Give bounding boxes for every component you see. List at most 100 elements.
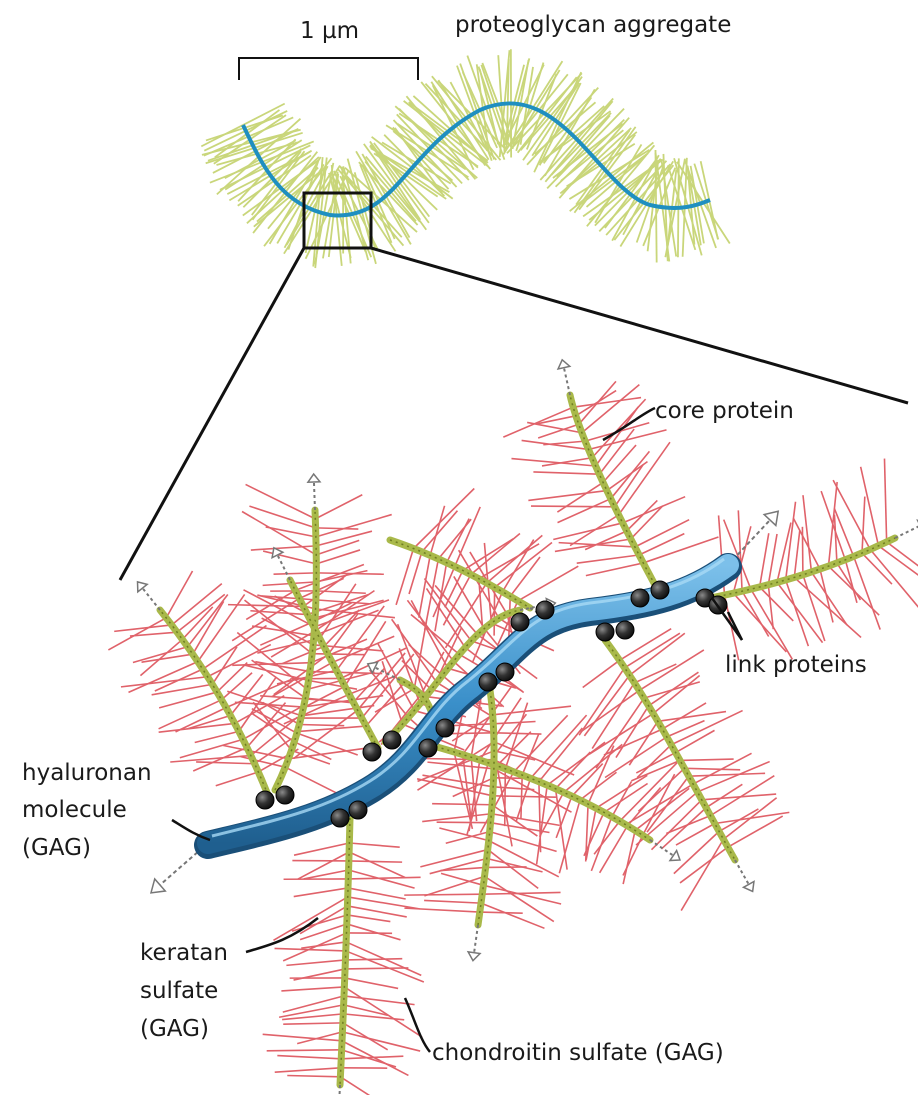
- chondroitin-chain: [297, 733, 358, 755]
- chondroitin-chain: [680, 759, 734, 760]
- chondroitin-chain: [514, 715, 568, 772]
- chondroitin-chain: [304, 870, 349, 879]
- chondroitin-chain: [630, 633, 685, 675]
- chondroitin-chain: [196, 762, 255, 764]
- link-protein: [256, 791, 274, 809]
- link-protein: [436, 719, 454, 737]
- chondroitin-chain: [216, 772, 259, 786]
- chondroitin-chain: [281, 987, 344, 991]
- chondroitin-chain: [294, 843, 349, 855]
- chondroitin-chain: [596, 775, 647, 808]
- chondroitin-chain: [445, 570, 463, 607]
- chondroitin-chain: [786, 580, 809, 646]
- chondroitin-chain: [681, 839, 723, 910]
- chondroitin-chain: [600, 826, 628, 873]
- chondroitin-chain: [573, 398, 641, 408]
- label-hyaluronan-3: (GAG): [22, 835, 91, 861]
- chondroitin-chain: [577, 555, 639, 563]
- chondroitin-chain: [292, 915, 347, 931]
- chondroitin-chain: [422, 511, 458, 552]
- chondroitin-chain: [282, 647, 324, 664]
- chondroitin-chain: [274, 573, 317, 574]
- chondroitin-chain: [596, 698, 644, 768]
- magnified-view: [108, 360, 918, 1095]
- link-protein: [479, 673, 497, 691]
- chondroitin-chain: [493, 722, 535, 724]
- continuation-line: [314, 482, 315, 510]
- chondroitin-chain: [586, 563, 643, 576]
- link-protein: [536, 601, 554, 619]
- aggregate-title: proteoglycan aggregate: [455, 12, 731, 38]
- chondroitin-chain: [658, 712, 726, 722]
- chondroitin-chain: [723, 798, 776, 839]
- chondroitin-chain: [493, 706, 571, 715]
- chondroitin-chain: [884, 459, 886, 542]
- chondroitin-chain: [862, 497, 865, 554]
- chondroitin-chain: [195, 731, 239, 742]
- label-keratan-1: keratan: [140, 940, 228, 966]
- chondroitin-chain: [558, 499, 611, 523]
- chondroitin-chain: [803, 495, 811, 572]
- chondroitin-chain: [482, 892, 560, 894]
- chondroitin-chain: [623, 497, 685, 523]
- chondroitin-chain: [348, 888, 406, 899]
- link-protein: [496, 663, 514, 681]
- chondroitin-chain: [347, 924, 401, 940]
- link-protein: [349, 801, 367, 819]
- chondroitin-chain: [312, 654, 365, 655]
- chondroitin-chain: [316, 573, 383, 574]
- chondroitin-chain: [518, 566, 578, 601]
- chondroitin-chain: [152, 684, 213, 694]
- chondroitin-chain: [349, 852, 405, 877]
- chondroitin-chain: [589, 430, 667, 450]
- chondroitin-chain: [674, 831, 719, 873]
- chondroitin-chain: [649, 672, 699, 706]
- scale-bar-label: 1 µm: [300, 18, 359, 44]
- chondroitin-chain: [539, 728, 582, 782]
- continuation-line: [277, 555, 290, 580]
- link-protein: [616, 621, 634, 639]
- continuation-line: [735, 860, 749, 884]
- chondroitin-chain: [208, 645, 271, 677]
- continuation-arrowhead: [138, 582, 148, 592]
- chondroitin-chain: [486, 867, 527, 868]
- core-protein-5: [390, 540, 530, 608]
- chondroitin-chain: [396, 549, 413, 605]
- chondroitin-chain: [639, 650, 704, 691]
- chondroitin-chain: [283, 1023, 343, 1024]
- link-protein: [331, 809, 349, 827]
- chondroitin-chain: [263, 551, 316, 564]
- aggregate-bristles: [201, 49, 729, 268]
- chondroitin-chain: [611, 451, 650, 498]
- chondroitin-sulfate-chains: [108, 381, 918, 1095]
- chondroitin-chain: [481, 903, 544, 928]
- link-protein: [363, 743, 381, 761]
- chondroitin-chain: [637, 745, 671, 778]
- label-hyaluronan-1: hyaluronan: [22, 760, 152, 786]
- link-protein: [276, 786, 294, 804]
- chondroitin-chain: [643, 537, 718, 563]
- chondroitin-chain: [543, 441, 585, 445]
- chondroitin-chain: [343, 1023, 388, 1050]
- chondroitin-chain: [570, 515, 619, 546]
- chondroitin-chain: [404, 894, 482, 895]
- chondroitin-chain: [414, 489, 475, 549]
- chondroitin-chain: [528, 491, 607, 501]
- label-keratan-2: sulfate: [140, 978, 218, 1004]
- chondroitin-chain: [671, 711, 742, 745]
- link-protein: [631, 589, 649, 607]
- chondroitin-chain: [287, 1076, 340, 1077]
- chondroitin-chain: [180, 739, 243, 757]
- chondroitin-chain: [222, 673, 253, 700]
- chondroitin-chain: [684, 768, 740, 770]
- chondroitin-chain: [768, 534, 777, 585]
- chondroitin-chain: [689, 773, 765, 776]
- chondroitin-chain: [345, 978, 398, 989]
- chondroitin-chain: [533, 472, 599, 474]
- chondroitin-chain: [620, 763, 677, 821]
- chondroitin-chain: [760, 587, 794, 621]
- chondroitin-chain: [349, 843, 399, 847]
- chondroitin-chain: [607, 462, 648, 491]
- chondroitin-chain: [345, 968, 408, 969]
